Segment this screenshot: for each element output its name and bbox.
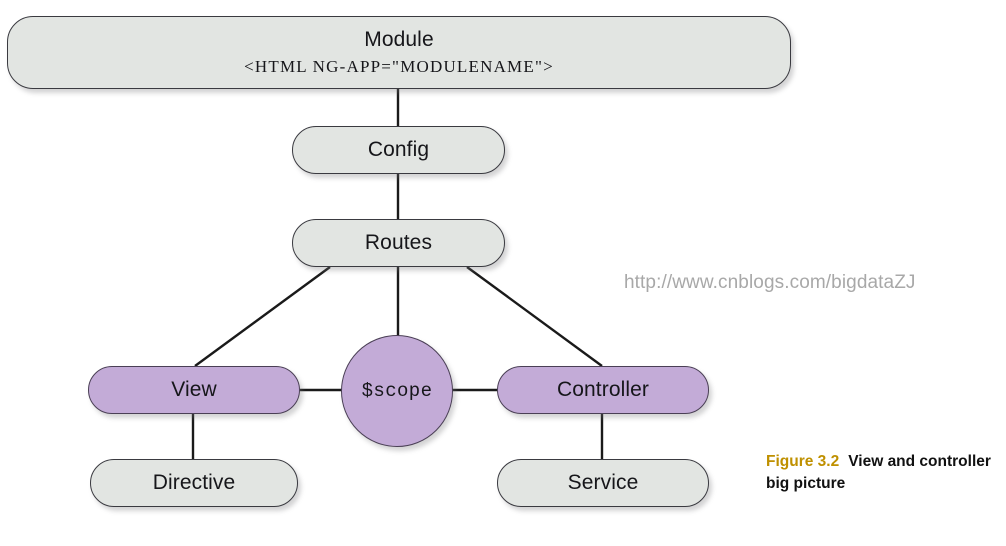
node-service[interactable]: Service (497, 459, 709, 507)
node-routes-title: Routes (364, 231, 433, 255)
node-directive-title: Directive (152, 471, 236, 495)
figure-caption-text: View and controller big picture (766, 453, 991, 492)
node-scope[interactable]: $scope (341, 335, 453, 447)
node-view-title: View (171, 378, 217, 402)
edge-routes-controller (466, 266, 603, 367)
node-module-title: Module (364, 28, 434, 52)
node-routes[interactable]: Routes (292, 219, 505, 267)
node-directive[interactable]: Directive (90, 459, 298, 507)
node-config[interactable]: Config (292, 126, 505, 174)
node-module[interactable]: Module <HTML NG-APP="MODULENAME"> (7, 16, 791, 89)
node-view[interactable]: View (88, 366, 300, 414)
node-config-title: Config (367, 138, 430, 162)
node-module-subtitle: <HTML NG-APP="MODULENAME"> (244, 56, 554, 76)
edge-routes-view (194, 266, 331, 367)
node-scope-title: $scope (361, 380, 433, 402)
watermark-url: http://www.cnblogs.com/bigdataZJ (624, 272, 916, 293)
node-controller-title: Controller (556, 378, 650, 402)
node-controller[interactable]: Controller (497, 366, 709, 414)
figure-number: Figure 3.2 (766, 453, 840, 470)
node-service-title: Service (567, 471, 639, 495)
